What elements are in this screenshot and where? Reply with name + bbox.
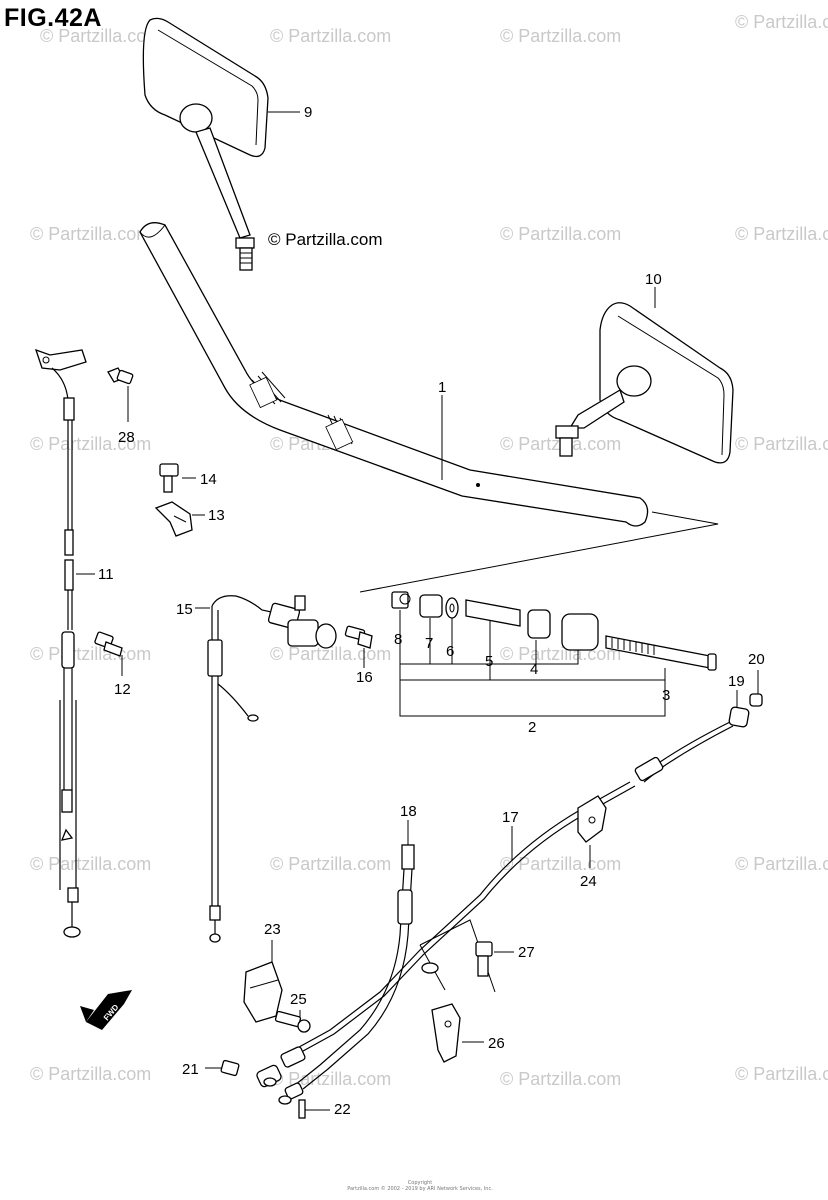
callout-12: 12 [114, 681, 131, 698]
watermark: © Partzilla.com [735, 1064, 828, 1084]
watermark-grid: © Partzilla.com © Partzilla.com © Partzi… [30, 12, 828, 1089]
callout-5: 5 [485, 653, 493, 670]
part-10-right-mirror[interactable] [555, 287, 734, 464]
bar-end-assembly[interactable] [391, 591, 717, 717]
callout-16: 16 [356, 669, 373, 686]
part-26-bracket[interactable] [431, 1003, 484, 1063]
footer-credit: Copyright Partzilla.com © 2002 - 2019 by… [347, 1180, 493, 1192]
part-4-rubber [527, 609, 551, 639]
callout-21: 21 [182, 1061, 199, 1078]
part-3-bolt [605, 635, 717, 671]
watermark: © Partzilla.com [735, 434, 828, 454]
callout-22: 22 [334, 1101, 351, 1118]
callout-27: 27 [518, 944, 535, 961]
watermark: © Partzilla.com [30, 854, 151, 874]
callout-10: 10 [645, 271, 662, 288]
watermark: © Partzilla.com [735, 224, 828, 244]
projection-line [359, 511, 719, 593]
part-22-pin[interactable] [298, 1099, 330, 1119]
watermark: © Partzilla.com [500, 224, 621, 244]
callout-8: 8 [394, 631, 402, 648]
part-28-screw[interactable] [107, 367, 134, 422]
callout-7: 7 [425, 635, 433, 652]
part-6-washer [445, 597, 459, 619]
callout-26: 26 [488, 1035, 505, 1052]
part-13-clamp[interactable] [154, 501, 205, 537]
part-17-clutch-cable[interactable] [289, 721, 734, 1057]
watermark: © Partzilla.com [30, 1064, 151, 1084]
part-16-choke-lever[interactable] [267, 595, 373, 668]
watermark: © Partzilla.com [30, 644, 151, 664]
part-21-cable-fitting[interactable] [205, 1059, 240, 1077]
watermark: © Partzilla.com [30, 434, 151, 454]
callout-15: 15 [176, 601, 193, 618]
part-27-bolt[interactable] [475, 941, 514, 977]
part-14-bolt[interactable] [159, 463, 196, 493]
watermark: © Partzilla.com [270, 644, 391, 664]
watermark: © Partzilla.com [40, 26, 161, 46]
part-1-handlebar[interactable] [139, 222, 649, 527]
callout-4: 4 [530, 661, 538, 678]
part-20-pin[interactable] [749, 670, 763, 707]
callout-14: 14 [200, 471, 217, 488]
callout-19: 19 [728, 673, 745, 690]
part-15-choke-cable[interactable] [195, 595, 286, 943]
part-2-weight [561, 613, 599, 651]
part-19-cable-end[interactable] [728, 690, 750, 728]
part-7-spacer [419, 594, 443, 618]
figure-title: FIG.42A [4, 4, 102, 32]
watermark: © Partzilla.com [735, 854, 828, 874]
fwd-arrow-icon: FWD [80, 990, 132, 1030]
watermark: © Partzilla.com [270, 854, 391, 874]
callout-6: 6 [446, 643, 454, 660]
callout-11: 11 [98, 566, 114, 583]
callout-2: 2 [528, 719, 536, 736]
watermark: © Partzilla.com [270, 26, 391, 46]
callout-28: 28 [118, 429, 135, 446]
watermark: © Partzilla.com [500, 1069, 621, 1089]
callout-20: 20 [748, 651, 765, 668]
part-8-nut [391, 591, 411, 609]
part-11-throttle-cables[interactable] [34, 348, 95, 938]
callout-18: 18 [400, 803, 417, 820]
watermark-main: © Partzilla.com [268, 230, 383, 249]
part-9-left-mirror[interactable] [142, 17, 300, 271]
part-18-brake-cable[interactable] [294, 820, 415, 1090]
watermark: © Partzilla.com [735, 12, 828, 32]
callout-17: 17 [502, 809, 519, 826]
watermark: © Partzilla.com [270, 1069, 391, 1089]
callout-25: 25 [290, 991, 307, 1008]
cable-grommet [421, 962, 439, 974]
part-5-tube [465, 599, 521, 627]
callout-labels: 1 2 3 4 5 6 7 8 9 10 11 12 13 14 15 16 1… [98, 104, 765, 1118]
part-25-screw[interactable] [274, 1010, 311, 1033]
callout-1: 1 [438, 379, 446, 396]
watermark: © Partzilla.com [500, 26, 621, 46]
callout-3: 3 [662, 687, 670, 704]
callout-9: 9 [304, 104, 312, 121]
part-12-bolt[interactable] [94, 631, 123, 676]
callout-13: 13 [208, 507, 225, 524]
watermark: © Partzilla.com [500, 644, 621, 664]
watermark: © Partzilla.com [30, 224, 151, 244]
part-24-bracket[interactable] [577, 795, 607, 868]
part-23-switch-housing[interactable] [243, 940, 283, 1023]
watermark: © Partzilla.com [500, 854, 621, 874]
cable-lower-ends [256, 1046, 306, 1105]
callout-24: 24 [580, 873, 597, 890]
callout-23: 23 [264, 921, 281, 938]
